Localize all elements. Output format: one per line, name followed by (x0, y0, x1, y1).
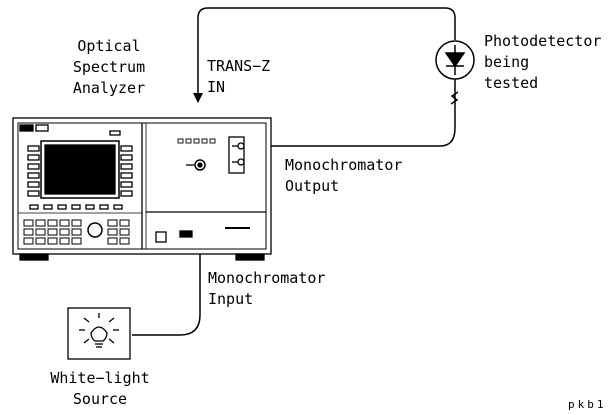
light-bulb-icon (67, 307, 131, 360)
osa-label: Optical Spectrum Analyzer (50, 36, 168, 99)
monochromator-output-label: Monochromator Output (285, 155, 402, 197)
trans-z-label-line1: TRANS−Z (207, 57, 271, 75)
photodiode-icon (435, 40, 475, 80)
photodetector-label-line1: Photodetector (484, 32, 602, 50)
figure-id: pkb1 (568, 398, 607, 411)
monochromator-output-label-line2: Output (285, 177, 340, 195)
monochromator-input-fiber (132, 170, 201, 336)
monochromator-output-label-line1: Monochromator (285, 156, 403, 174)
photodetector-fiber (242, 78, 456, 147)
trans-z-arrow-icon (193, 93, 203, 103)
optical-spectrum-analyzer-icon (12, 117, 272, 261)
photodetector-label-line3: tested (484, 74, 539, 92)
photodetector-label-line2: being (484, 53, 530, 71)
monochromator-input-label: Monochromator Input (208, 268, 325, 310)
trans-z-label: TRANS−Z IN (207, 56, 270, 98)
white-light-source-label: White−light Source (40, 368, 160, 410)
osa-label-line2: Spectrum (72, 58, 146, 76)
connector-icon (450, 91, 459, 105)
monochromator-input-label-line1: Monochromator (208, 269, 326, 287)
osa-label-line3: Analyzer (72, 79, 146, 97)
white-light-source-label-line2: Source (72, 390, 128, 408)
cables (132, 7, 456, 336)
trans-z-cable (197, 7, 456, 102)
monochromator-input-label-line2: Input (208, 290, 254, 308)
white-light-source-label-line1: White−light (50, 369, 150, 387)
photodetector-label: Photodetector being tested (484, 31, 601, 94)
osa-label-line1: Optical (77, 37, 141, 55)
trans-z-label-line2: IN (207, 78, 226, 96)
